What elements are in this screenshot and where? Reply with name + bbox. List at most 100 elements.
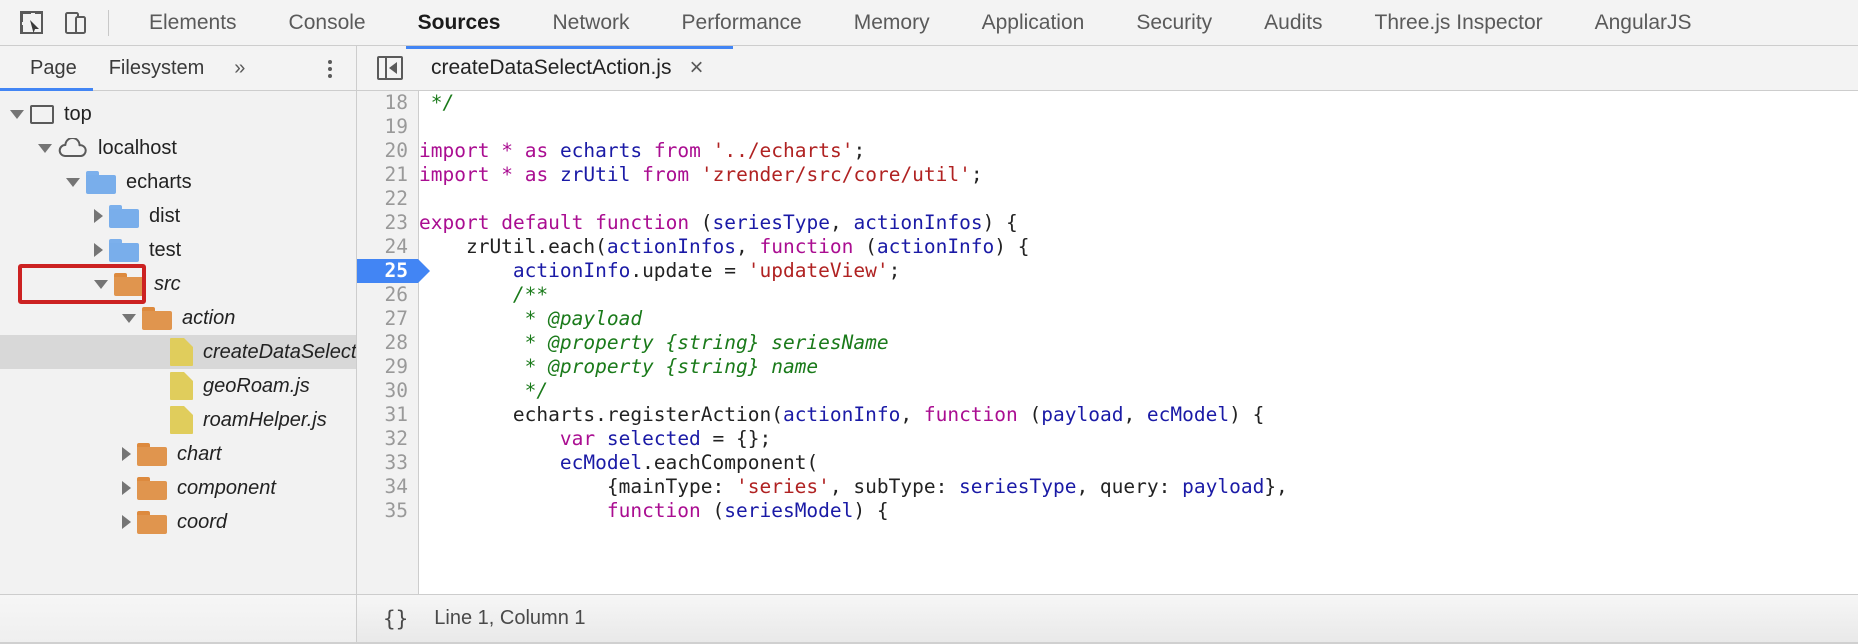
chevron-right-icon[interactable] [122,481,131,495]
line-number[interactable]: 35 [384,499,408,522]
line-number[interactable]: 22 [384,187,408,210]
code-line[interactable] [419,187,1858,211]
editor-file-tab[interactable]: createDataSelectAction.js × [403,45,733,91]
token-plain [513,163,525,186]
code-line[interactable]: function (seriesModel) { [419,499,1858,523]
code-line[interactable]: */ [419,379,1858,403]
line-number[interactable]: 21 [384,163,408,186]
code-line[interactable]: import * as echarts from '../echarts'; [419,139,1858,163]
tree-item-coord[interactable]: coord [0,505,356,539]
tree-item-echarts[interactable]: echarts [0,165,356,199]
tree-item-action[interactable]: action [0,301,356,335]
more-tabs-icon[interactable]: » [234,57,246,79]
code-content[interactable]: */ import * as echarts from '../echarts'… [419,91,1858,594]
code-line[interactable]: ecModel.eachComponent( [419,451,1858,475]
tab-sources[interactable]: Sources [417,10,501,34]
chevron-down-icon[interactable] [38,143,52,153]
token-plain: ) { [994,235,1030,258]
tree-item-top[interactable]: top [0,97,356,131]
tree-item-chart[interactable]: chart [0,437,356,471]
code-line[interactable] [419,115,1858,139]
tab-console[interactable]: Console [288,10,366,34]
code-line[interactable]: * @payload [419,307,1858,331]
chevron-down-icon[interactable] [66,177,80,187]
editor-file-name: createDataSelectAction.js [431,56,672,79]
show-navigator-icon[interactable] [377,56,403,80]
line-number[interactable]: 20 [384,139,408,162]
token-str: '../echarts' [712,139,854,162]
nav-tab-page[interactable]: Page [30,57,77,79]
tree-item-roamhelper-js[interactable]: roamHelper.js [0,403,356,437]
tree-item-georoam-js[interactable]: geoRoam.js [0,369,356,403]
chevron-right-icon[interactable] [122,515,131,529]
tab-elements[interactable]: Elements [149,10,237,34]
code-line[interactable]: * @property {string} name [419,355,1858,379]
line-number[interactable]: 30 [384,379,408,402]
chevron-down-icon[interactable] [122,313,136,323]
chevron-right-icon[interactable] [94,243,103,257]
navigator-toolbar: Page Filesystem » [0,46,356,91]
tab-performance[interactable]: Performance [681,10,802,34]
chevron-down-icon[interactable] [10,109,24,119]
code-line[interactable]: zrUtil.each(actionInfos, function (actio… [419,235,1858,259]
tree-item-createdataselectaction-js[interactable]: createDataSelectAction.js [0,335,356,369]
line-number[interactable]: 25 [357,259,430,283]
line-number[interactable]: 34 [384,475,408,498]
code-line[interactable]: */ [419,91,1858,115]
token-plain: zrUtil.each( [419,235,607,258]
token-cmt: * @property {string} name [419,355,819,378]
token-cmt: */ [419,379,549,402]
format-pretty-print-icon[interactable]: {} [383,606,409,631]
code-line[interactable]: {mainType: 'series', subType: seriesType… [419,475,1858,499]
code-line[interactable]: export default function (seriesType, act… [419,211,1858,235]
token-id: actionInfo [876,235,995,258]
code-line[interactable]: * @property {string} seriesName [419,331,1858,355]
tab-application[interactable]: Application [981,10,1085,34]
folder-orange-icon [137,476,167,500]
token-plain: ( [689,211,713,234]
chevron-down-icon[interactable] [94,279,108,289]
tab-network[interactable]: Network [552,10,630,34]
token-id: actionInfos [853,211,983,234]
line-number[interactable]: 28 [384,331,408,354]
token-plain [419,259,513,282]
editor-tab-underline [406,45,733,49]
line-number[interactable]: 32 [384,427,408,450]
code-line[interactable]: import * as zrUtil from 'zrender/src/cor… [419,163,1858,187]
tab-memory[interactable]: Memory [853,10,930,34]
code-line[interactable]: var selected = {}; [419,427,1858,451]
line-number[interactable]: 27 [384,307,408,330]
chevron-right-icon[interactable] [122,447,131,461]
tab-threejs-inspector[interactable]: Three.js Inspector [1374,10,1543,34]
line-number[interactable]: 24 [384,235,408,258]
tree-item-dist[interactable]: dist [0,199,356,233]
tree-item-component[interactable]: component [0,471,356,505]
kebab-dot [328,59,332,64]
chevron-right-icon[interactable] [94,209,103,223]
tree-item-localhost[interactable]: localhost [0,131,356,165]
code-line[interactable]: /** [419,283,1858,307]
line-number[interactable]: 31 [384,403,408,426]
folder-orange-icon [137,442,167,466]
more-options-icon[interactable] [322,46,338,91]
line-number[interactable]: 33 [384,451,408,474]
inspect-element-icon[interactable] [10,2,54,44]
tree-item-src[interactable]: src [0,267,356,301]
close-icon[interactable]: × [689,54,704,81]
line-number[interactable]: 19 [384,115,408,138]
tree-item-test[interactable]: test [0,233,356,267]
line-number[interactable]: 26 [384,283,408,306]
tab-security[interactable]: Security [1136,10,1213,34]
tab-angularjs[interactable]: AngularJS [1594,10,1692,34]
line-number[interactable]: 18 [384,91,408,114]
code-line[interactable]: echarts.registerAction(actionInfo, funct… [419,403,1858,427]
nav-tab-filesystem[interactable]: Filesystem [108,57,205,79]
line-number[interactable]: 23 [384,211,408,234]
tab-audits[interactable]: Audits [1264,10,1323,34]
code-line[interactable]: actionInfo.update = 'updateView'; [419,259,1858,283]
line-number[interactable]: 29 [384,355,408,378]
device-toolbar-icon[interactable] [54,2,98,44]
